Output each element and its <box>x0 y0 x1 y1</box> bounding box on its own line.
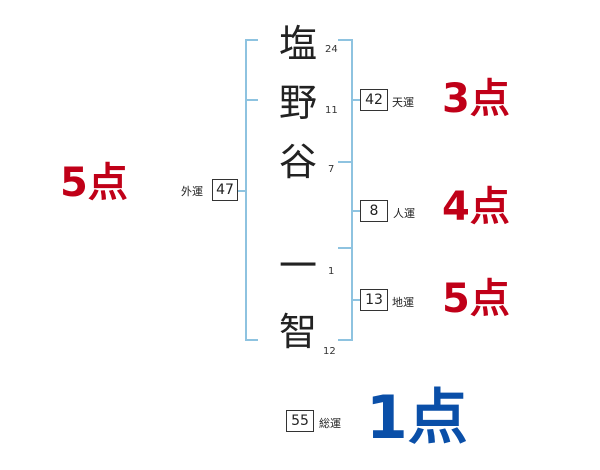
name-char-2: 野 <box>278 81 317 125</box>
souun-label: 総運 <box>319 417 341 430</box>
name-char-3: 谷 <box>278 140 317 184</box>
stroke-count-3: 7 <box>328 164 335 175</box>
souun-score: 1点 <box>366 383 468 453</box>
name-char-1: 塩 <box>278 22 317 66</box>
chiun-bracket <box>338 247 360 341</box>
chiun-score: 5点 <box>442 276 510 322</box>
souun-value-box: 55 <box>286 410 314 432</box>
stroke-count-4: 1 <box>328 266 335 277</box>
tenun-bracket <box>338 39 360 163</box>
stroke-count-5: 12 <box>323 346 336 357</box>
jinun-value-box: 8 <box>360 200 388 222</box>
jinun-label: 人運 <box>393 207 415 220</box>
jinun-score: 4点 <box>442 184 510 230</box>
name-char-4: 一 <box>278 244 317 288</box>
chiun-label: 地運 <box>392 296 414 309</box>
stroke-count-2: 11 <box>325 105 338 116</box>
jinun-bracket <box>338 161 360 249</box>
stroke-count-1: 24 <box>325 44 338 55</box>
tenun-label: 天運 <box>392 96 414 109</box>
gaiun-label: 外運 <box>181 185 203 198</box>
gaiun-score: 5点 <box>60 160 128 206</box>
chiun-value-box: 13 <box>360 289 388 311</box>
name-char-5: 智 <box>278 310 317 354</box>
tenun-score: 3点 <box>442 76 510 122</box>
gaiun-value-box: 47 <box>212 179 238 201</box>
tenun-value-box: 42 <box>360 89 388 111</box>
